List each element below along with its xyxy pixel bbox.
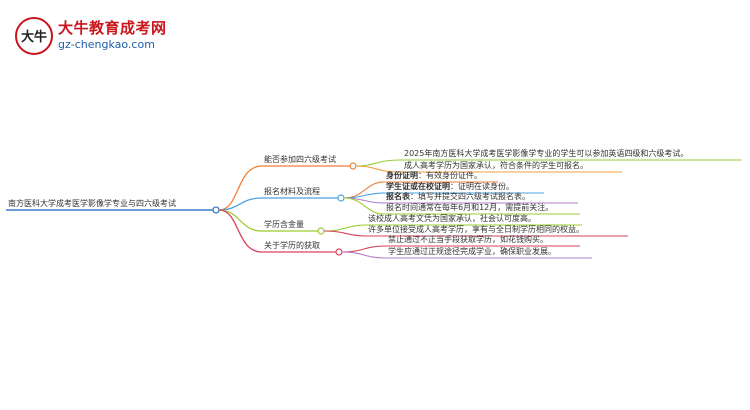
leaf-2-1: 身份证明：有效身份证件。 [386,171,482,181]
logo-url: gz-chengkao.com [58,38,155,51]
branch-curve-3 [218,209,263,232]
branch-curve-4 [218,209,263,253]
branch-dot-4 [335,248,343,256]
svg-text:大牛: 大牛 [21,29,47,45]
leaf-1-2: 成人高考学历为国家承认，符合条件的学生可报名。 [404,161,588,170]
root-node-dot [212,206,220,214]
leaf-4-1: 禁止通过不正当手段获取学历，如花钱购买。 [388,235,548,244]
leaf-2-1-text: ：有效身份证件。 [418,171,482,180]
logo-title: 大牛教育成考网 [58,19,167,37]
branch-curve-1 [218,165,263,211]
branch-label-2[interactable]: 报名材料及流程 [264,187,320,196]
leaf-3-1: 该校成人高考文凭为国家承认，社会认可度高。 [368,214,536,223]
branch-dot-3 [317,227,325,235]
branch-curve-2 [218,197,263,211]
leaf-3-2: 许多单位接受成人高考学历，享有与全日制学历相同的权益。 [368,225,584,234]
site-logo[interactable]: 大牛 大牛教育成考网 gz-chengkao.com [14,16,166,56]
leaf-2-3: 报名表：填写并提交四六级考试报名表。 [386,192,530,202]
leaf-2-2-bold: 学生证或在校证明 [386,182,450,191]
root-node[interactable]: 南方医科大学成考医学影像学专业与四六级考试 [8,199,176,208]
leaf-2-4-text: 报名时间通常在每年6月和12月，需提前关注。 [386,203,554,212]
logo-badge-icon: 大牛 [15,17,53,55]
leaf-2-4: 报名时间通常在每年6月和12月，需提前关注。 [386,203,553,213]
leaf-2-2-text: ：证明在读身份。 [450,182,514,191]
branch-dot-1 [349,162,357,170]
branch-label-1[interactable]: 能否参加四六级考试 [264,155,336,164]
leaf-1-1: 2025年南方医科大学成考医学影像学专业的学生可以参加英语四级和六级考试。 [404,149,689,158]
branch-label-3[interactable]: 学历含金量 [264,220,304,229]
leaf-2-3-text: ：填写并提交四六级考试报名表。 [410,192,530,201]
branch-dot-2 [337,194,345,202]
branch-label-4[interactable]: 关于学历的获取 [264,241,320,250]
leaf-2-1-bold: 身份证明 [386,171,418,180]
leaf-2-3-bold: 报名表 [386,192,410,201]
leaf-2-2: 学生证或在校证明：证明在读身份。 [386,182,514,192]
leaf-4-2: 学生应通过正规途径完成学业，确保职业发展。 [388,247,556,256]
